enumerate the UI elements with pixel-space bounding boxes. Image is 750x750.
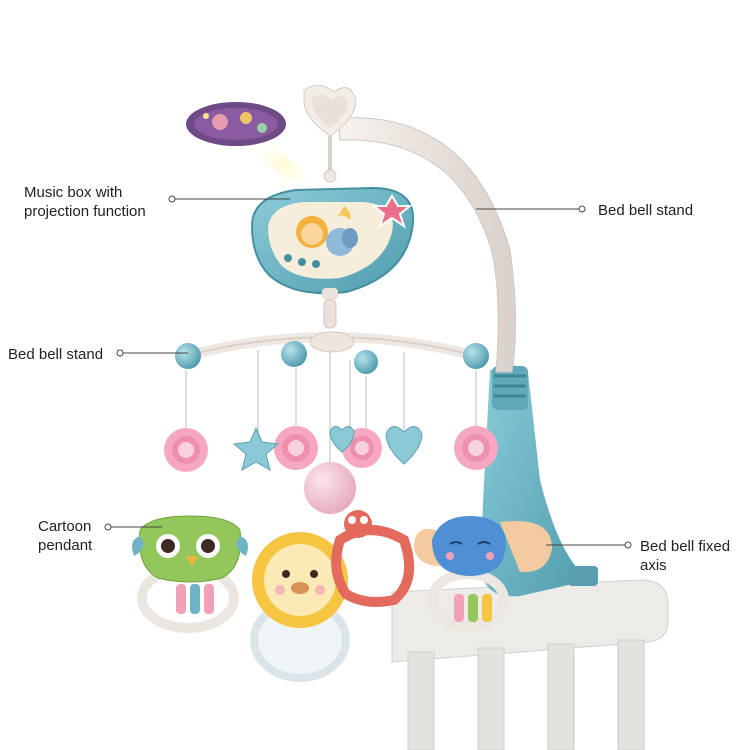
label-music-box: Music box with projection function <box>24 183 146 221</box>
label-bed-bell-fixed-axis-line2: axis <box>640 557 667 574</box>
label-music-box-line2: projection function <box>24 203 146 220</box>
label-cartoon-pendant: Cartoon pendant <box>38 517 92 555</box>
label-bed-bell-stand-left: Bed bell stand <box>8 345 103 364</box>
elephant-pendant <box>414 516 552 631</box>
crab-pendant <box>331 510 415 607</box>
bed-bell-hanging-arm <box>175 331 489 374</box>
label-bed-bell-stand-left-text: Bed bell stand <box>8 346 104 363</box>
hanging-strings <box>185 350 477 470</box>
lion-pendant <box>250 532 350 682</box>
label-bed-bell-fixed-axis-line1: Bed bell fixed <box>640 538 731 555</box>
label-bed-bell-fixed-axis: Bed bell fixed axis <box>640 537 730 575</box>
bed-bell-upright-arm <box>303 85 517 373</box>
label-music-box-line1: Music box with <box>24 184 123 201</box>
music-box <box>250 186 415 329</box>
leader-lines <box>104 195 632 549</box>
star-heart-ornaments <box>232 426 423 514</box>
projection-image <box>186 102 318 190</box>
label-bed-bell-stand-right: Bed bell stand <box>598 201 693 220</box>
label-cartoon-pendant-line2: pendant <box>38 537 93 554</box>
owl-pendant <box>132 515 248 633</box>
label-cartoon-pendant-line1: Cartoon <box>38 518 92 535</box>
label-bed-bell-stand-right-text: Bed bell stand <box>598 202 694 219</box>
